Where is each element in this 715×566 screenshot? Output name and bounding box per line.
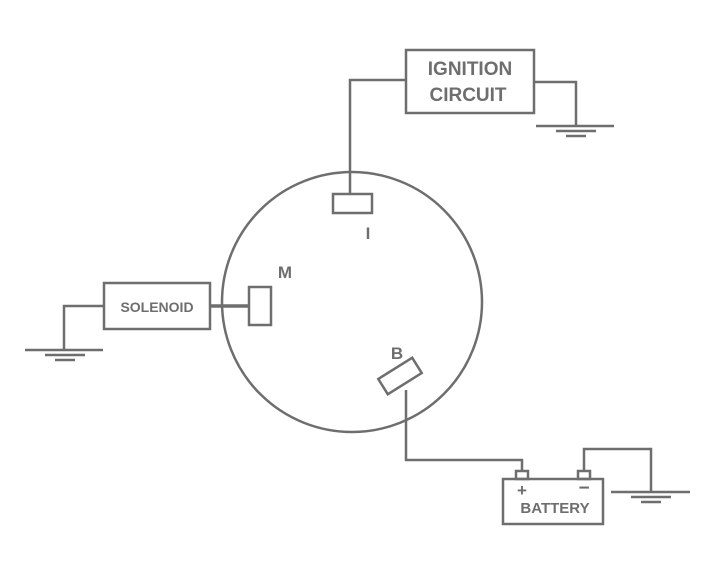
wire-ignition-to-ground	[534, 80, 578, 126]
ground-symbol-battery	[611, 490, 690, 504]
ignition-circuit-label-line1: IGNITION	[428, 59, 512, 80]
battery-label: BATTERY	[520, 500, 589, 517]
wire-solenoid-to-ground	[62, 304, 104, 350]
terminal-m-label: M	[278, 263, 292, 282]
wire-battery-negative-to-ground	[582, 447, 653, 492]
switch-body	[220, 170, 484, 434]
terminal-b	[376, 356, 424, 396]
ground-symbol-ignition	[536, 124, 614, 138]
ground-symbol-solenoid	[25, 348, 103, 362]
terminal-b-label: B	[391, 344, 403, 363]
battery-plus-sign: +	[517, 481, 527, 500]
ignition-circuit-label-line2: CIRCUIT	[429, 85, 506, 106]
solenoid-label: SOLENOID	[120, 299, 193, 315]
battery-box	[501, 477, 605, 526]
terminal-i-label: I	[366, 224, 371, 243]
terminal-i	[331, 192, 374, 215]
terminal-m	[247, 285, 273, 327]
battery-minus-sign: −	[578, 478, 589, 499]
wire-ignition-to-terminal-i	[348, 78, 406, 194]
wire-terminal-b-to-battery	[404, 390, 524, 471]
battery-positive-post	[514, 469, 530, 481]
